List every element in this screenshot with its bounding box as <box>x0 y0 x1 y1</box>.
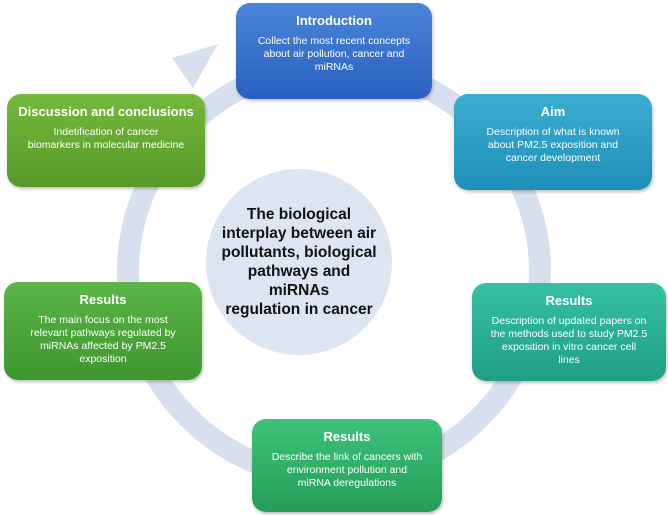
step-aim-text: Description of what is known about PM2.5… <box>486 126 620 164</box>
step-results-right-title: Results <box>545 293 593 308</box>
center-title: The biological interplay between air pol… <box>221 206 377 318</box>
step-introduction-text: Collect the most recent concepts about a… <box>257 35 411 73</box>
center-circle: The biological interplay between air pol… <box>206 169 392 355</box>
step-results-bottom-title: Results <box>323 429 371 444</box>
cycle-arrowhead <box>172 44 218 88</box>
step-results-left: Results The main focus on the most relev… <box>4 282 202 380</box>
step-introduction-title: Introduction <box>296 13 372 28</box>
step-results-left-title: Results <box>79 292 127 307</box>
step-results-bottom: Results Describe the link of cancers wit… <box>252 419 442 512</box>
step-results-right: Results Description of updated papers on… <box>472 283 666 381</box>
step-results-left-text: The main focus on the most relevant path… <box>30 314 176 365</box>
step-results-right-text: Description of updated papers on the met… <box>490 315 648 366</box>
step-discussion-text: Indetification of cancer biomarkers in m… <box>27 126 185 151</box>
step-aim-title: Aim <box>540 104 566 119</box>
step-discussion-title: Discussion and conclusions <box>18 104 194 119</box>
step-discussion: Discussion and conclusions Indetificatio… <box>7 94 205 187</box>
step-introduction: Introduction Collect the most recent con… <box>236 3 432 99</box>
step-results-bottom-text: Describe the link of cancers with enviro… <box>271 451 423 489</box>
step-aim: Aim Description of what is known about P… <box>454 94 652 190</box>
